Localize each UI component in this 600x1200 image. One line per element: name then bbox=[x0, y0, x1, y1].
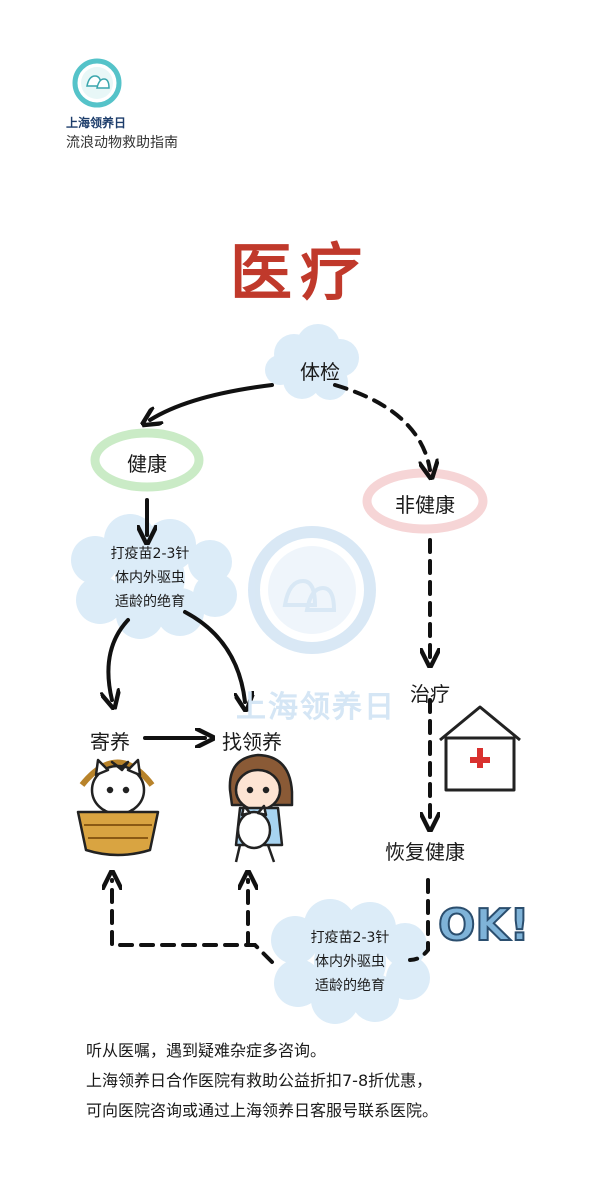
watermark-logo-icon bbox=[248, 526, 376, 654]
node-treatment: 治疗 bbox=[410, 682, 450, 706]
care-step-2-deworm: 体内外驱虫 bbox=[315, 954, 385, 970]
care-steps-2: 打疫苗2-3针 体内外驱虫 适龄的绝育 bbox=[294, 926, 406, 998]
care-step-2-vaccine: 打疫苗2-3针 bbox=[310, 930, 390, 946]
checkup-cloud-shape bbox=[265, 324, 359, 400]
foster-cat-basket-icon bbox=[76, 758, 160, 857]
care-cloud-shape bbox=[71, 514, 237, 639]
ok-badge: OK! bbox=[437, 899, 531, 952]
watermark-text: 上海领养日 bbox=[236, 690, 396, 725]
care-step-2-neuter: 适龄的绝育 bbox=[315, 978, 385, 994]
adopter-girl-with-cat-icon bbox=[228, 753, 294, 863]
care-step-deworm: 体内外驱虫 bbox=[115, 570, 185, 586]
footer-line: 听从医嘱，遇到疑难杂症多咨询。 bbox=[86, 1041, 327, 1060]
brand-logo-icon bbox=[72, 58, 122, 108]
node-checkup: 体检 bbox=[300, 360, 340, 384]
care-step-neuter: 适龄的绝育 bbox=[115, 594, 185, 610]
node-foster: 寄养 bbox=[90, 730, 130, 754]
hospital-house-icon bbox=[439, 705, 521, 792]
page-title: 医疗 bbox=[229, 236, 370, 309]
node-unhealthy: 非健康 bbox=[395, 493, 455, 517]
brand-name: 上海领养日 bbox=[66, 116, 127, 130]
care-step-vaccine: 打疫苗2-3针 bbox=[110, 546, 190, 562]
care-steps: 打疫苗2-3针 体内外驱虫 适龄的绝育 bbox=[94, 542, 206, 614]
healthy-glow-shape bbox=[90, 428, 204, 492]
brand-subtitle: 流浪动物救助指南 bbox=[66, 135, 178, 151]
node-healthy: 健康 bbox=[127, 452, 167, 476]
care-cloud-2-shape bbox=[271, 899, 430, 1024]
footer-notes: 听从医嘱，遇到疑难杂症多咨询。 上海领养日合作医院有救助公益折扣7-8折优惠， … bbox=[86, 1036, 438, 1126]
footer-line: 上海领养日合作医院有救助公益折扣7-8折优惠， bbox=[86, 1071, 433, 1090]
node-recovered: 恢复健康 bbox=[385, 840, 465, 864]
footer-line: 可向医院咨询或通过上海领养日客服号联系医院。 bbox=[86, 1101, 439, 1120]
node-adoption: 找领养 bbox=[222, 730, 282, 754]
